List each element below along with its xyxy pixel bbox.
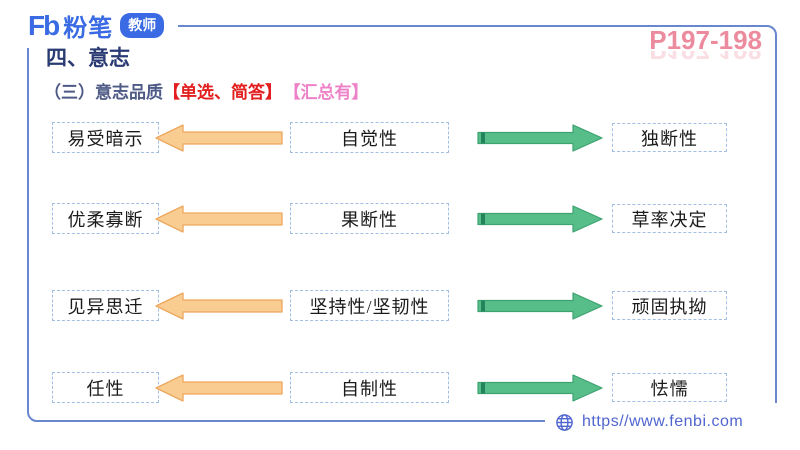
left-arrow-icon: [155, 292, 283, 320]
deficiency-trait-box: 易受暗示: [52, 122, 159, 153]
left-arrow-icon: [155, 124, 283, 152]
deficiency-trait-box: 优柔寡断: [52, 203, 159, 234]
right-arrow-icon: [477, 374, 603, 402]
left-arrow-icon: [155, 205, 283, 233]
deficiency-trait-box: 任性: [52, 372, 159, 403]
excess-trait-box: 怯懦: [612, 373, 727, 402]
section-title: 四、意志: [46, 47, 130, 70]
page-reference-text: P197-198: [649, 25, 762, 55]
question-type-tag: 【单选、简答】: [163, 83, 282, 102]
right-arrow-icon: [477, 292, 603, 320]
right-arrow-icon: [477, 124, 603, 152]
concept-row: 见异思迁 坚持性/坚韧性 顽固执拗: [52, 290, 728, 322]
excess-trait-box: 顽固执拗: [612, 291, 727, 320]
deficiency-trait-box: 见异思迁: [52, 290, 159, 321]
excess-trait-box: 草率决定: [612, 204, 727, 233]
will-quality-box: 自觉性: [290, 122, 449, 153]
summary-tag: 【汇总有】: [292, 83, 369, 102]
slide-border-frame: [27, 25, 777, 422]
fenbi-logo-mark: Fb: [28, 9, 60, 41]
footer: https//www.fenbi.com: [545, 403, 790, 441]
subsection-label: （三）意志品质: [44, 83, 163, 102]
page-reference-reflection: P197-198: [649, 51, 762, 64]
excess-trait-box: 独断性: [612, 123, 727, 152]
concept-row: 易受暗示 自觉性 独断性: [52, 122, 728, 154]
right-arrow-icon: [477, 205, 603, 233]
page-reference: P197-198 P197-198: [649, 26, 762, 64]
concept-row: 任性 自制性 怯懦: [52, 372, 728, 404]
will-quality-box: 坚持性/坚韧性: [290, 290, 449, 321]
concept-row: 优柔寡断 果断性 草率决定: [52, 203, 728, 235]
fenbi-url-link[interactable]: https//www.fenbi.com: [582, 413, 744, 430]
left-arrow-icon: [155, 374, 283, 402]
globe-icon: [556, 413, 573, 431]
fenbi-logo-brand: 粉笔: [63, 15, 114, 42]
subsection-heading: （三）意志品质【单选、简答】【汇总有】: [44, 78, 369, 103]
will-quality-box: 果断性: [290, 203, 449, 234]
will-quality-box: 自制性: [290, 372, 449, 403]
fenbi-logo: Fb 粉笔 教师: [22, 5, 179, 48]
fenbi-teacher-badge: 教师: [120, 13, 165, 38]
